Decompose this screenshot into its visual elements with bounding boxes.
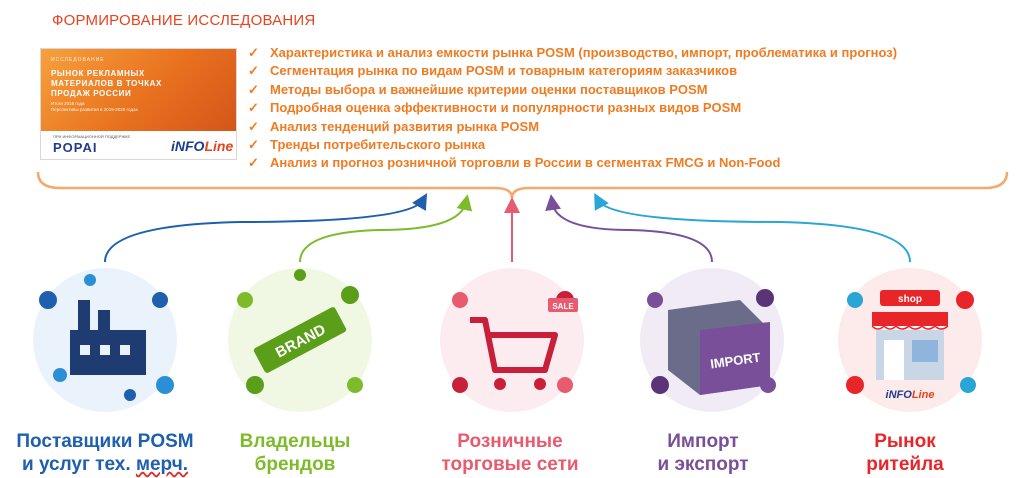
checklist-text: Тренды потребительского рынка [270, 136, 486, 152]
segment-label-line2: торговые сети [441, 454, 579, 475]
arrow-import [545, 194, 713, 263]
cover-pre: ИССЛЕДОВАНИЕ [51, 57, 105, 63]
infoline-logo-a: iNFO [171, 138, 205, 154]
segment-label-import-export: Импорт и экспорт [628, 430, 778, 476]
segment-label-line2b: мерч. [135, 454, 189, 475]
cover-sub-line2: Перспективы развития в 2019-2020 годах [51, 107, 138, 112]
checklist-text: Характеристика и анализ емкости рынка PO… [270, 45, 898, 60]
checklist-text: Анализ и прогноз розничной торговли в Ро… [270, 155, 781, 171]
sale-tag: SALE [552, 302, 574, 311]
checkmark-icon: ✓ [248, 45, 259, 60]
checkmark-icon: ✓ [248, 81, 259, 97]
segment-label-line1: Импорт [667, 431, 739, 452]
popai-caption: ПРИ ИНФОРМАЦИОННОЙ ПОДДЕРЖКЕ [53, 134, 131, 139]
mini-infoline-a: iNFO [886, 389, 913, 401]
checkmark-icon: ✓ [248, 136, 259, 152]
shop-sign: shop [898, 294, 922, 305]
infoline-logo: iNFOLine [171, 138, 233, 154]
segment-label-line1: Розничные [457, 431, 563, 452]
import-label: IMPORT [709, 350, 761, 372]
research-checklist: ✓ Характеристика и анализ емкости рынка P… [246, 44, 897, 173]
cover-banner: ИССЛЕДОВАНИЕ РЫНОК РЕКЛАМНЫХ МАТЕРИАЛОВ … [41, 49, 236, 131]
checklist-item: ✓ Характеристика и анализ емкости рынка P… [246, 44, 897, 62]
cover-sub: Итоги 2016 года Перспективы развития в 2… [51, 101, 211, 113]
checkmark-icon: ✓ [248, 63, 259, 79]
segment-label-line2: ритейла [866, 454, 944, 475]
checkmark-icon: ✓ [248, 155, 259, 171]
import-export-illustration: IMPORT [640, 268, 784, 412]
segment-label-line1: Владельцы [239, 431, 351, 452]
popai-logo: POPAI [53, 140, 98, 155]
orange-brace [36, 171, 1009, 199]
checklist-text: Подробная оценка эффективности и популяр… [270, 100, 742, 116]
segment-label-line2: и услуг тех. мерч. [5, 453, 205, 476]
segment-label-retail-chains: Розничные торговые сети [415, 430, 605, 476]
checklist-text: Методы выбора и важнейшие критерии оценк… [270, 81, 708, 97]
checkmark-icon: ✓ [248, 118, 259, 134]
segment-label-line1: Рынок [874, 431, 936, 452]
arrow-retail-market [594, 192, 911, 263]
suppliers-illustration [33, 268, 177, 412]
report-cover: ИССЛЕДОВАНИЕ РЫНОК РЕКЛАМНЫХ МАТЕРИАЛОВ … [40, 48, 237, 160]
segment-label-line2: и экспорт [657, 454, 749, 475]
infoline-logo-b: Line [204, 138, 234, 154]
checklist-item: ✓ Методы выбора и важнейшие критерии оцен… [246, 81, 897, 99]
cover-sub-line1: Итоги 2016 года [51, 101, 85, 106]
cover-heading: РЫНОК РЕКЛАМНЫХ МАТЕРИАЛОВ В ТОЧКАХ ПРОД… [51, 69, 162, 98]
arrow-suppliers [104, 193, 428, 263]
brands-illustration: BRAND [228, 268, 372, 412]
checklist-text: Сегментация рынка по видам POSM и товарн… [270, 63, 738, 79]
checklist-item: ✓ Анализ и прогноз розничной торговли в Р… [246, 154, 897, 172]
segment-label-line2a: и услуг тех. [21, 454, 136, 475]
segment-label-suppliers: Поставщики POSM и услуг тех. мерч. [5, 430, 205, 476]
retail-chains-illustration: SALE [440, 268, 584, 412]
checklist-text: Анализ тенденций развития рынка POSM [270, 118, 540, 134]
checklist-item: ✓ Тренды потребительского рынка [246, 136, 897, 154]
segment-label-line1: Поставщики POSM [16, 431, 194, 452]
page-title: ФОРМИРОВАНИЕ ИССЛЕДОВАНИЯ [52, 12, 316, 29]
segment-label-retail-market: Рынок ритейла [840, 430, 970, 476]
retail-market-illustration: shop iNFOLine [838, 268, 982, 412]
mini-infoline-b: Line [912, 389, 935, 401]
checkmark-icon: ✓ [248, 100, 259, 116]
checklist-item: ✓ Сегментация рынка по видам POSM и товар… [246, 62, 897, 80]
arrow-brands [299, 194, 473, 263]
svg-text:iNFOLine: iNFOLine [886, 389, 935, 401]
checklist-item: ✓ Анализ тенденций развития рынка POSM [246, 118, 897, 136]
checklist-item: ✓ Подробная оценка эффективности и популя… [246, 99, 897, 117]
segment-label-line2: брендов [254, 454, 336, 475]
segment-label-brands: Владельцы брендов [220, 430, 370, 476]
